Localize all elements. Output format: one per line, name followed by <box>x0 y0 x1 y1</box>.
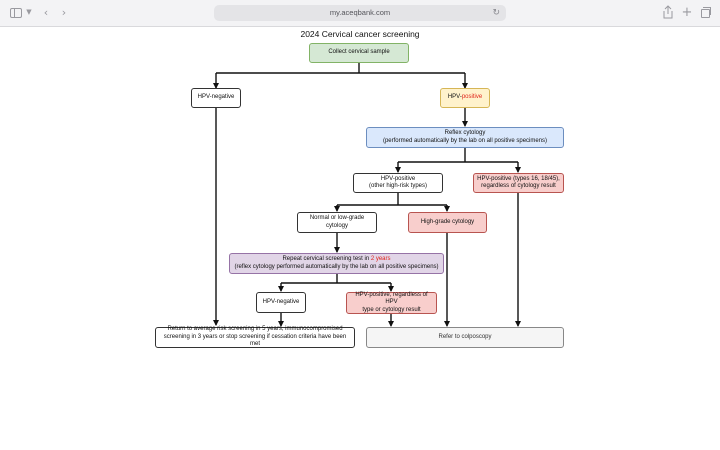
high-grade-label: High-grade cytology <box>420 218 475 225</box>
types-16-18-title: HPV-positive (types 16, 18/45), <box>477 175 560 182</box>
colposcopy-node: Refer to colposcopy <box>366 327 564 348</box>
hpv-positive-label: HPV-positive <box>447 94 483 101</box>
repeat-screening-note: (reflex cytology performed automatically… <box>234 263 439 270</box>
reflex-cytology-note: (performed automatically by the lab on a… <box>382 137 548 144</box>
types-16-18-node: HPV-positive (types 16, 18/45), regardle… <box>473 173 564 193</box>
plus-icon[interactable]: + <box>681 5 693 20</box>
chevron-left-icon[interactable]: ‹ <box>43 6 49 19</box>
return-screening-line2: screening in 3 years or stop screening i… <box>163 333 347 348</box>
browser-toolbar: ▼ ‹ › my.aceqbank.com ↻ + <box>0 0 720 27</box>
sidebar-icon[interactable] <box>10 5 22 20</box>
normal-low-grade-line2: cytology <box>325 222 348 229</box>
chevron-right-icon[interactable]: › <box>61 6 67 19</box>
normal-low-grade-node: Normal or low-grade cytology <box>297 212 377 233</box>
repeat-hpv-negative-label: HPV-negative <box>262 298 300 305</box>
return-screening-node: Return to average risk screening in 5 ye… <box>155 326 355 348</box>
diagram-title: 2024 Cervical cancer screening <box>300 29 420 39</box>
collect-sample-node: Collect cervical sample <box>309 43 409 63</box>
hpv-positive-node: HPV-positive <box>440 88 490 108</box>
reflex-cytology-node: Reflex cytology (performed automatically… <box>366 127 564 148</box>
collect-sample-label: Collect cervical sample <box>328 49 390 56</box>
repeat-hpv-positive-node: HPV-positive, regardless of HPV type or … <box>346 292 437 314</box>
other-high-risk-note: (other high-risk types) <box>368 183 428 189</box>
url-text: my.aceqbank.com <box>329 8 391 17</box>
edge-repeat-split <box>281 274 391 284</box>
repeat-hpv-negative-node: HPV-negative <box>256 292 306 313</box>
normal-low-grade-line1: Normal or low-grade <box>309 215 365 221</box>
repeat-hpv-positive-line2: type or cytology result <box>362 306 421 313</box>
hpv-negative-label: HPV-negative <box>197 94 235 101</box>
edge-reflex-split <box>398 148 518 163</box>
other-high-risk-node: HPV-positive (other high-risk types) <box>353 173 443 193</box>
return-screening-line1: Return to average risk screening in 5 ye… <box>167 326 343 333</box>
share-icon[interactable] <box>662 5 674 20</box>
other-high-risk-title: HPV-positive <box>380 175 416 182</box>
repeat-screening-title: Repeat cervical screening test in 2 year… <box>282 256 391 262</box>
tabs-overview-icon[interactable] <box>700 5 712 20</box>
address-bar[interactable]: my.aceqbank.com ↻ <box>214 5 506 21</box>
hpv-negative-node: HPV-negative <box>191 88 241 108</box>
types-16-18-note: regardless of cytology result <box>481 183 556 189</box>
chevron-down-icon[interactable]: ▼ <box>26 8 32 16</box>
repeat-hpv-positive-line1: HPV-positive, regardless of HPV <box>355 291 428 306</box>
edge-collect-split <box>216 63 465 74</box>
reflex-cytology-title: Reflex cytology <box>444 130 486 136</box>
reload-icon[interactable]: ↻ <box>492 8 500 18</box>
colposcopy-label: Refer to colposcopy <box>438 333 492 340</box>
edge-other-split <box>337 193 447 206</box>
high-grade-node: High-grade cytology <box>408 212 487 233</box>
repeat-screening-node: Repeat cervical screening test in 2 year… <box>229 253 444 274</box>
